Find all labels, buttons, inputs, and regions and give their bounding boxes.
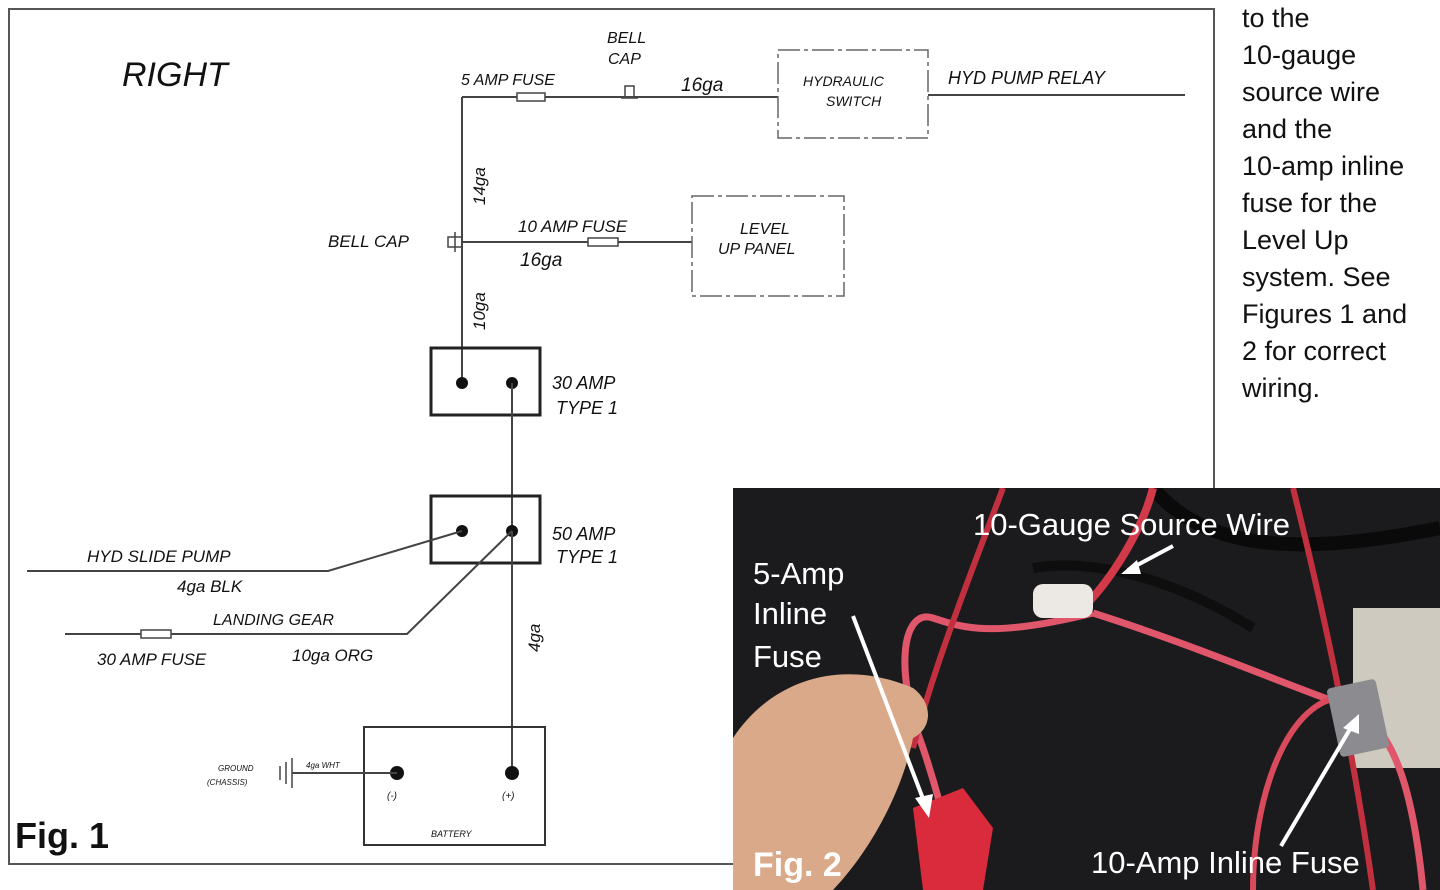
red-wire-right — [1290, 488, 1376, 890]
label-fuse-10amp: 10 AMP FUSE — [518, 217, 628, 236]
callout-5amp-1: 5-Amp — [753, 556, 844, 591]
black-wire — [1147, 488, 1440, 552]
label-landing-gear: LANDING GEAR — [213, 612, 334, 629]
wiring-photo: 10-Gauge Source Wire 5-Amp Inline Fuse 1… — [733, 488, 1440, 890]
label-wire-4ga-wht: 4ga WHT — [306, 761, 341, 770]
label-hyd-pump-relay: HYD PUMP RELAY — [948, 68, 1107, 88]
label-bell-cap-top-2: CAP — [608, 51, 641, 68]
wire-landing-gear — [65, 530, 513, 635]
label-hyd-slide-pump: HYD SLIDE PUMP — [87, 547, 231, 566]
arrow-10amp-head — [1343, 714, 1359, 734]
instruction-text: to the 10-gauge source wire and the 10-a… — [1242, 0, 1438, 407]
breaker-30amp-terminal-left — [456, 377, 468, 389]
instruction-line: 10-amp inline — [1242, 151, 1405, 181]
arrow-source-wire-head — [1121, 560, 1141, 574]
hand — [733, 674, 928, 890]
callout-5amp-3: Fuse — [753, 639, 822, 674]
label-breaker-50amp-2: TYPE 1 — [556, 547, 618, 567]
label-wire-10ga: 10ga — [470, 292, 489, 330]
wire-hyd-slide-pump — [27, 530, 463, 572]
label-hydraulic-switch-1: HYDRAULIC — [803, 73, 885, 89]
label-hydraulic-switch-2: SWITCH — [826, 93, 882, 109]
instruction-line: and the — [1242, 114, 1333, 144]
label-battery-negative: (-) — [387, 791, 397, 802]
hydraulic-switch-box — [777, 49, 929, 139]
label-breaker-50amp-1: 50 AMP — [552, 524, 615, 544]
label-fuse-5amp: 5 AMP FUSE — [461, 72, 555, 89]
instruction-line: fuse for the — [1242, 188, 1378, 218]
label-breaker-30amp-2: TYPE 1 — [556, 398, 618, 418]
instruction-line: Level Up — [1242, 225, 1349, 255]
fuse-10amp-symbol — [587, 237, 619, 247]
arrow-5amp-head — [915, 794, 933, 818]
callout-source-wire: 10-Gauge Source Wire — [973, 507, 1290, 542]
bell-cap-left-symbol — [447, 232, 462, 252]
battery-terminal-positive — [505, 766, 519, 780]
instruction-line: 2 for correct — [1242, 336, 1387, 366]
diagram-frame — [8, 8, 1215, 865]
label-ground-2: (CHASSIS) — [207, 778, 248, 787]
instruction-line: system. See — [1242, 262, 1391, 292]
instruction-line: Figures 1 and — [1242, 299, 1408, 329]
label-wire-16ga-mid: 16ga — [520, 250, 562, 271]
fig-1-label: Fig. 1 — [15, 815, 110, 856]
fuse-holder-5amp — [913, 788, 993, 890]
label-fuse-30amp: 30 AMP FUSE — [97, 650, 207, 669]
label-battery: BATTERY — [431, 829, 473, 839]
callout-5amp-2: Inline — [753, 596, 827, 631]
label-ground-1: GROUND — [218, 764, 254, 773]
battery-box — [363, 726, 546, 846]
arrow-10amp — [1279, 722, 1355, 848]
instruction-line: source wire — [1242, 77, 1381, 107]
label-level-up-panel-1: LEVEL — [740, 221, 790, 238]
label-wire-10ga-org: 10ga ORG — [292, 646, 373, 665]
instruction-line: wiring. — [1242, 373, 1321, 403]
bell-cap-top-symbol — [621, 85, 638, 99]
instruction-line: 10-gauge — [1242, 40, 1357, 70]
label-battery-positive: (+) — [502, 791, 515, 802]
callout-10amp: 10-Amp Inline Fuse — [1091, 845, 1360, 880]
wire-connector — [1033, 584, 1093, 618]
label-wire-4ga: 4ga — [525, 624, 544, 652]
fuse-5amp-symbol — [516, 92, 546, 102]
label-wire-14ga: 14ga — [470, 167, 489, 205]
label-breaker-30amp-1: 30 AMP — [552, 373, 615, 393]
label-bell-cap-left: BELL CAP — [328, 232, 410, 251]
label-wire-16ga-top: 16ga — [681, 75, 723, 96]
black-wire-2 — [1032, 560, 1256, 633]
label-bell-cap-top-1: BELL — [607, 30, 646, 47]
breaker-50amp-box — [429, 494, 542, 565]
arrow-5amp — [851, 615, 927, 805]
breaker-30amp-box — [429, 346, 542, 417]
diagram-title: RIGHT — [122, 56, 230, 94]
fig-2-label: Fig. 2 — [753, 846, 842, 884]
instruction-line: to the — [1242, 3, 1310, 33]
label-level-up-panel-2: UP PANEL — [718, 241, 795, 258]
label-wire-4ga-blk: 4ga BLK — [177, 577, 243, 596]
level-up-panel-box — [691, 195, 845, 297]
fuse-30amp-symbol — [140, 629, 172, 639]
